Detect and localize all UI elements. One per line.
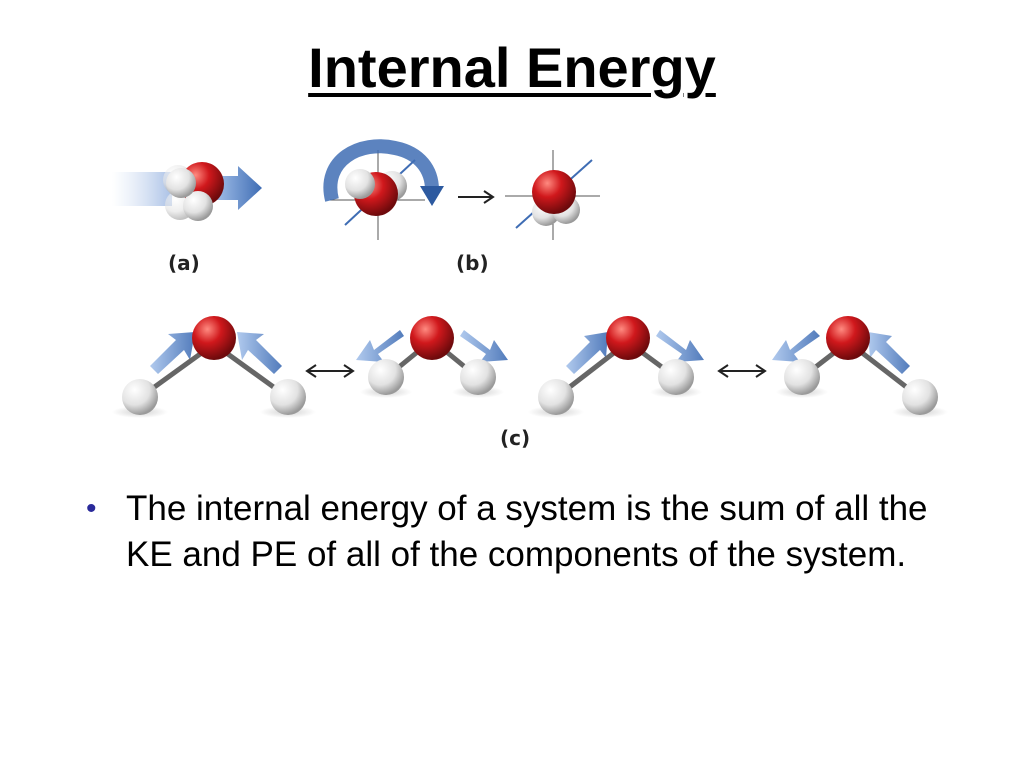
- figure-label-b: (b): [456, 251, 489, 275]
- slide-title: Internal Energy: [308, 36, 716, 99]
- molecule-rotation-icon: [323, 139, 600, 240]
- molecule-vibration-icon: [112, 316, 948, 418]
- figure-label-a: (a): [168, 251, 200, 275]
- figure-label-c: (c): [500, 426, 530, 450]
- bullet-text: The internal energy of a system is the s…: [126, 489, 928, 574]
- bullet-list: • The internal energy of a system is the…: [86, 486, 946, 578]
- molecule-translation-icon: [112, 162, 262, 221]
- bullet-marker: •: [86, 492, 97, 525]
